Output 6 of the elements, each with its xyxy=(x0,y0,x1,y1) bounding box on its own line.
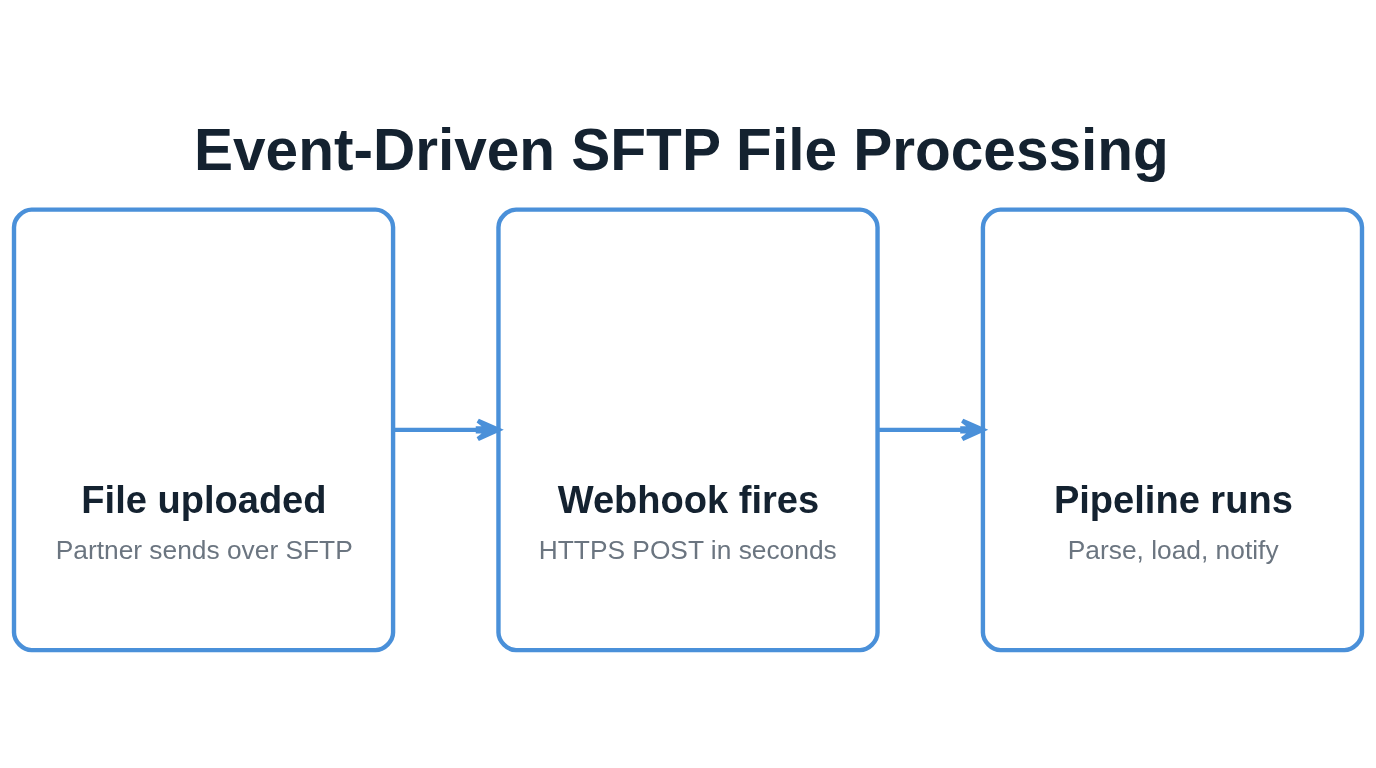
diagram-title: Event-Driven SFTP File Processing xyxy=(194,116,1169,182)
arrow xyxy=(877,417,986,441)
node-box: Webhook fires HTTPS POST in seconds xyxy=(496,206,880,652)
arrow xyxy=(393,417,501,441)
node-box: Pipeline runs Parse, load, notify xyxy=(980,206,1365,652)
node-box: File uploaded Partner sends over SFTP xyxy=(11,206,396,652)
